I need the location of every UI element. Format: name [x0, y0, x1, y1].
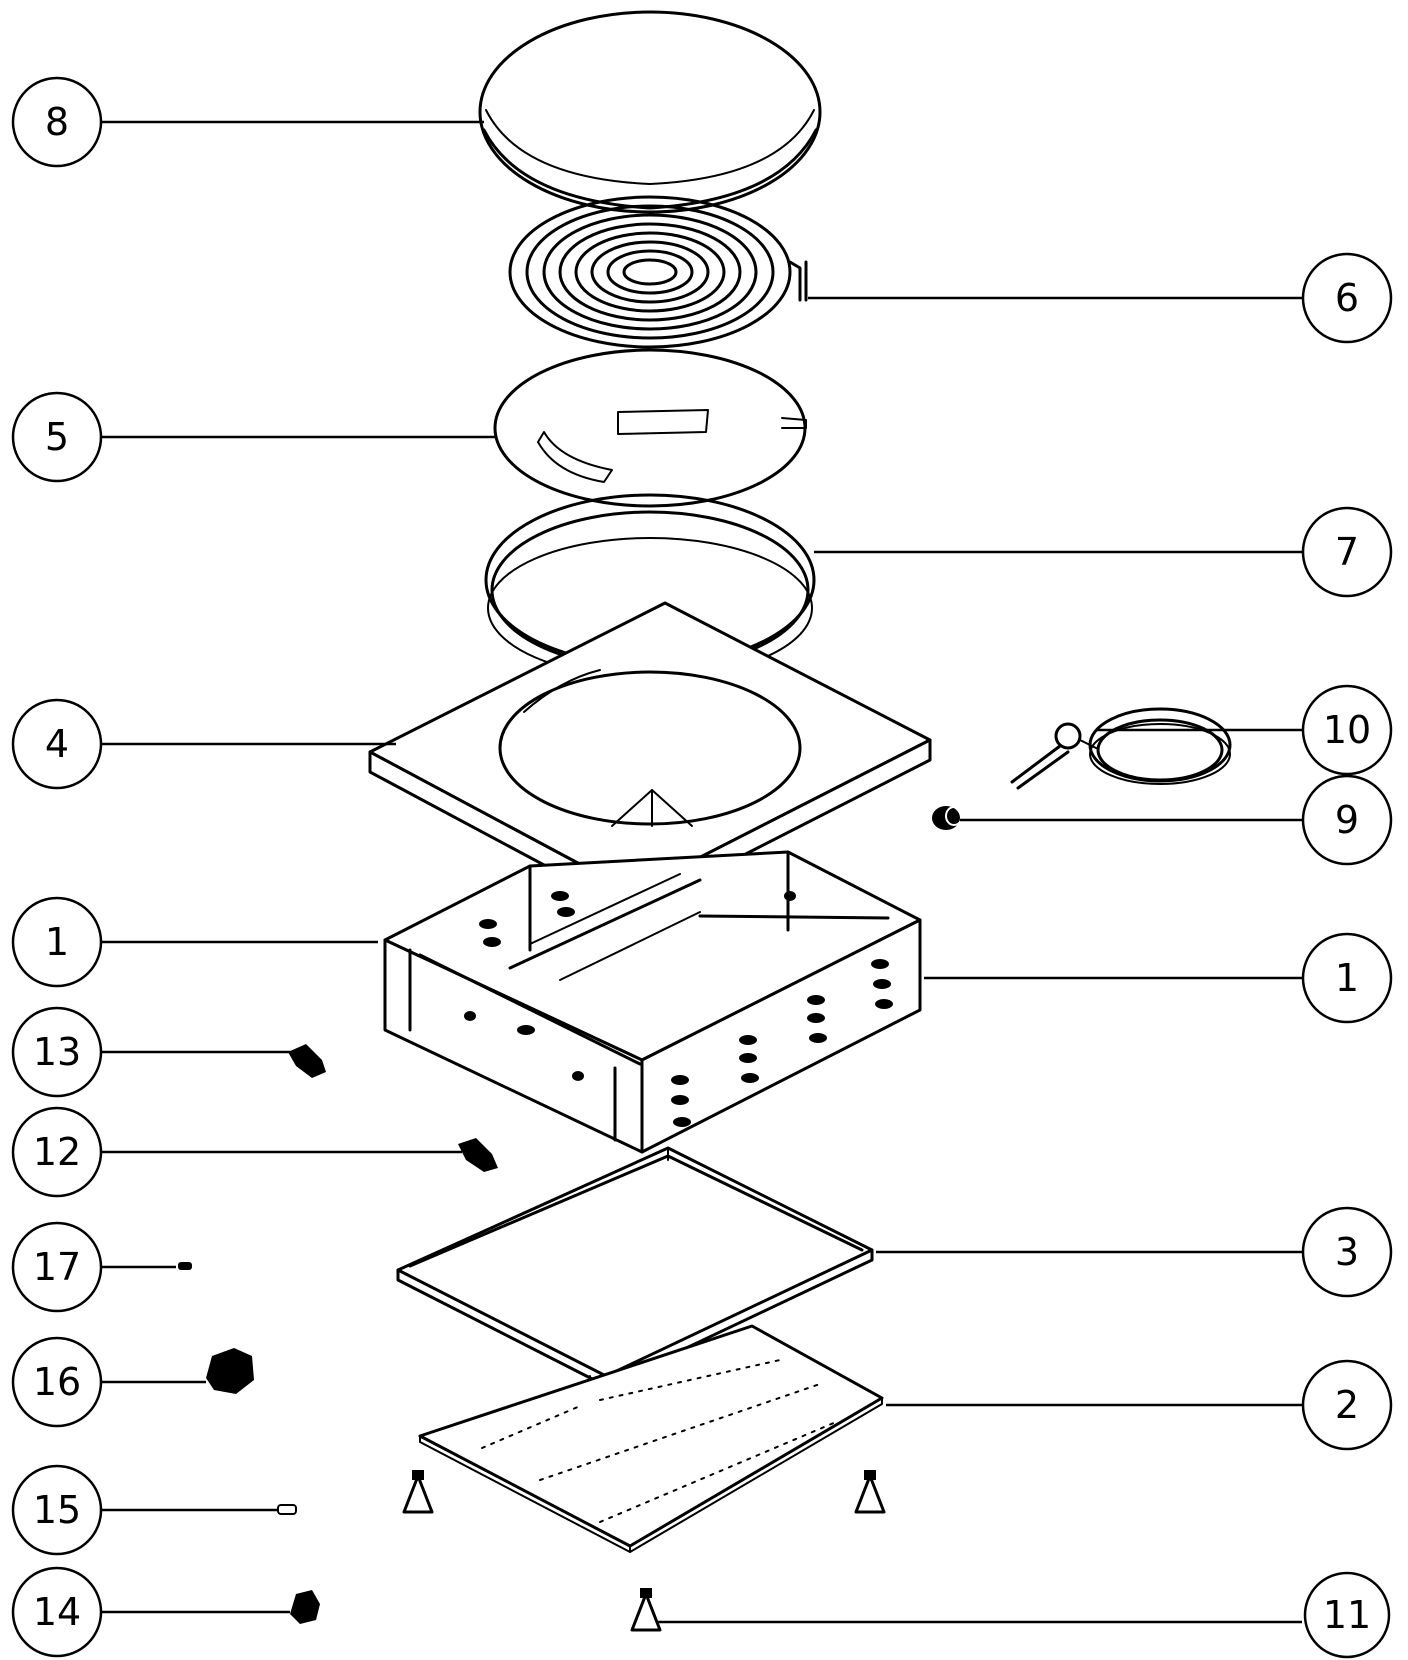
callout-8-label: 8 [45, 100, 69, 144]
callout-10-label: 10 [1323, 708, 1371, 752]
part-knob-16 [206, 1348, 254, 1394]
part-probe-cable [1010, 707, 1232, 790]
callout-17: 17 [11, 1221, 103, 1313]
part-clamp-12 [458, 1138, 498, 1172]
callout-17-label: 17 [33, 1245, 81, 1289]
leader-lines [100, 120, 1302, 1624]
callout-7: 7 [1301, 506, 1393, 598]
callout-16: 16 [11, 1336, 103, 1428]
callout-14-label: 14 [33, 1590, 81, 1634]
part-nut-14 [290, 1590, 320, 1624]
callout-4-label: 4 [45, 722, 69, 766]
callout-9-label: 9 [1335, 798, 1359, 842]
part-pin-17 [178, 1262, 192, 1270]
callout-13-label: 13 [33, 1030, 81, 1074]
callout-5-label: 5 [45, 415, 69, 459]
callout-4: 4 [11, 698, 103, 790]
callout-16-label: 16 [33, 1360, 81, 1404]
callout-11-label: 11 [1323, 1593, 1371, 1637]
callout-12-label: 12 [33, 1130, 81, 1174]
callout-3-label: 3 [1335, 1230, 1359, 1274]
callout-2-label: 2 [1335, 1383, 1359, 1427]
part-tray [396, 1146, 874, 1391]
callout-6-label: 6 [1335, 276, 1359, 320]
callout-3: 3 [1301, 1206, 1393, 1298]
callout-9: 9 [1301, 774, 1393, 866]
part-insulation-disc [493, 348, 807, 508]
callout-7-label: 7 [1335, 530, 1359, 574]
part-bushing [932, 806, 963, 830]
part-clamp-13 [288, 1044, 326, 1078]
part-housing [383, 850, 922, 1154]
callout-1-left-label: 1 [45, 920, 69, 964]
callout-2: 2 [1301, 1359, 1393, 1451]
callout-11: 11 [1303, 1571, 1391, 1659]
part-foot-11 [630, 1588, 662, 1632]
callout-15: 15 [11, 1464, 103, 1556]
part-cover-plate [478, 10, 822, 214]
part-foot-right [854, 1470, 886, 1514]
callout-6: 6 [1301, 252, 1393, 344]
callout-15-label: 15 [33, 1488, 81, 1532]
callout-13: 13 [11, 1006, 103, 1098]
part-foot-left [402, 1470, 434, 1514]
callout-14: 14 [11, 1566, 103, 1658]
callout-1-right: 1 [1301, 932, 1393, 1024]
part-pin-15 [277, 1504, 297, 1515]
callout-8: 8 [11, 76, 103, 168]
part-vent-plate [418, 1324, 884, 1553]
callout-1-right-label: 1 [1335, 956, 1359, 1000]
callout-10: 10 [1301, 684, 1393, 776]
callout-1-left: 1 [11, 896, 103, 988]
part-heating-coil [508, 195, 808, 349]
callout-5: 5 [11, 391, 103, 483]
callout-12: 12 [11, 1106, 103, 1198]
